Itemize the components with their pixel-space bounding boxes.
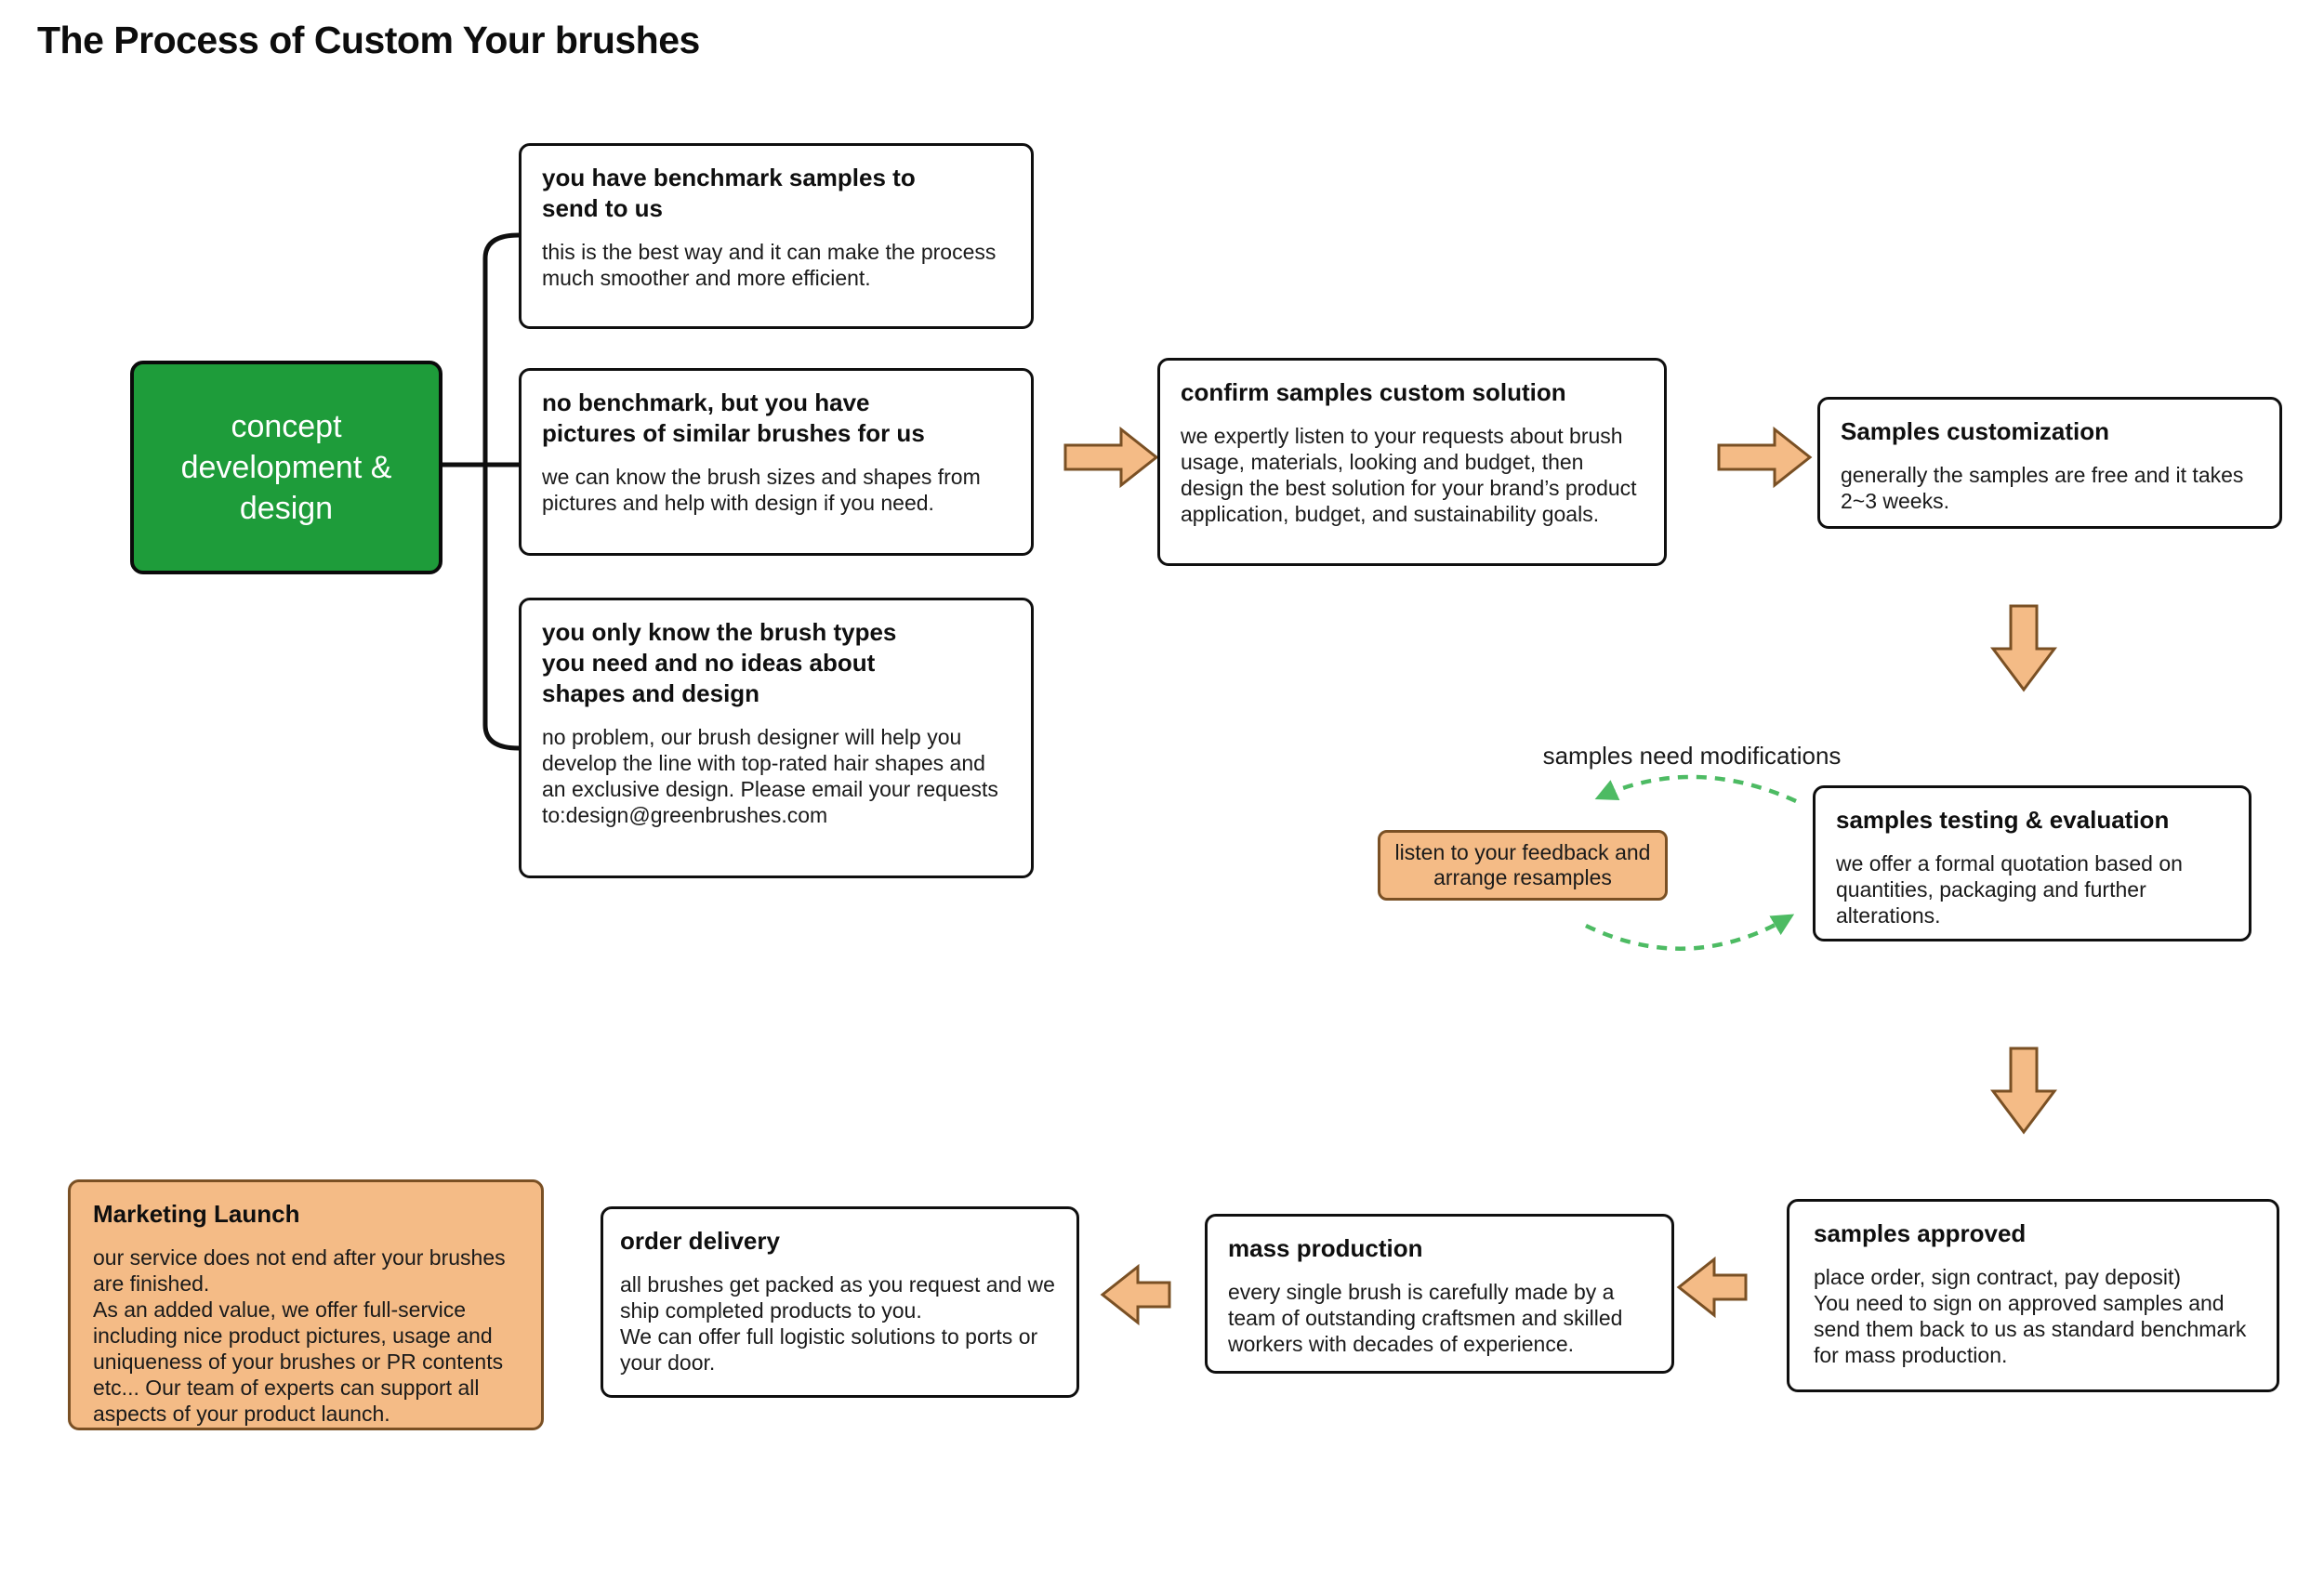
node-mass-production: mass production every single brush is ca… [1205, 1214, 1674, 1374]
node-heading: Samples customization [1841, 417, 2109, 445]
node-heading: samples approved [1814, 1219, 2027, 1247]
node-heading: Marketing Launch [93, 1200, 300, 1228]
node-samples-customization: Samples customization generally the samp… [1817, 397, 2282, 529]
node-body: generally the samples are free and it ta… [1841, 463, 2244, 513]
node-heading: you only know the brush types you need a… [542, 618, 897, 707]
node-option-pictures: no benchmark, but you have pictures of s… [519, 368, 1034, 556]
node-heading: you have benchmark samples to send to us [542, 164, 916, 222]
node-confirm-solution: confirm samples custom solution we exper… [1157, 358, 1667, 566]
node-body: we offer a formal quotation based on qua… [1836, 851, 2183, 928]
node-heading: order delivery [620, 1227, 780, 1255]
bracket-connector [482, 232, 520, 751]
node-samples-testing: samples testing & evaluation we offer a … [1813, 785, 2251, 941]
node-concept-label: concept development & design [180, 409, 392, 526]
flow-arrow-left-2-icon [1100, 1263, 1171, 1326]
node-body: our service does not end after your brus… [93, 1245, 506, 1426]
node-body: we can know the brush sizes and shapes f… [542, 465, 981, 515]
node-option-benchmark-samples: you have benchmark samples to send to us… [519, 143, 1034, 329]
node-order-delivery: order delivery all brushes get packed as… [601, 1206, 1079, 1398]
node-feedback-label: listen to your feedback and arrange resa… [1394, 840, 1651, 889]
page-title: The Process of Custom Your brushes [37, 19, 700, 61]
flow-arrow-right-2-icon [1717, 426, 1813, 489]
node-body: every single brush is carefully made by … [1228, 1280, 1623, 1356]
node-heading: confirm samples custom solution [1181, 378, 1566, 406]
node-body: this is the best way and it can make the… [542, 240, 997, 290]
node-feedback-resamples: listen to your feedback and arrange resa… [1378, 830, 1668, 901]
flow-arrow-down-2-icon [1990, 1047, 2057, 1135]
node-option-brush-types-only: you only know the brush types you need a… [519, 598, 1034, 878]
node-heading: samples testing & evaluation [1836, 806, 2170, 834]
flow-arrow-down-1-icon [1990, 604, 2057, 692]
node-body: place order, sign contract, pay deposit)… [1814, 1265, 2247, 1367]
resample-loop-arc-bottom-icon [1585, 914, 1795, 951]
node-marketing-launch: Marketing Launch our service does not en… [68, 1179, 544, 1430]
flow-arrow-left-1-icon [1676, 1256, 1748, 1319]
resample-loop-arc-top-icon [1594, 774, 1797, 804]
node-body: all brushes get packed as you request an… [620, 1272, 1055, 1375]
node-body: we expertly listen to your requests abou… [1181, 424, 1637, 526]
node-heading: no benchmark, but you have pictures of s… [542, 388, 925, 447]
modification-loop-label: samples need modifications [1542, 742, 1842, 770]
node-body: no problem, our brush designer will help… [542, 725, 998, 827]
node-concept-development: concept development & design [130, 361, 442, 574]
node-heading: mass production [1228, 1234, 1423, 1262]
flow-arrow-right-1-icon [1063, 426, 1159, 489]
node-samples-approved: samples approved place order, sign contr… [1787, 1199, 2279, 1392]
